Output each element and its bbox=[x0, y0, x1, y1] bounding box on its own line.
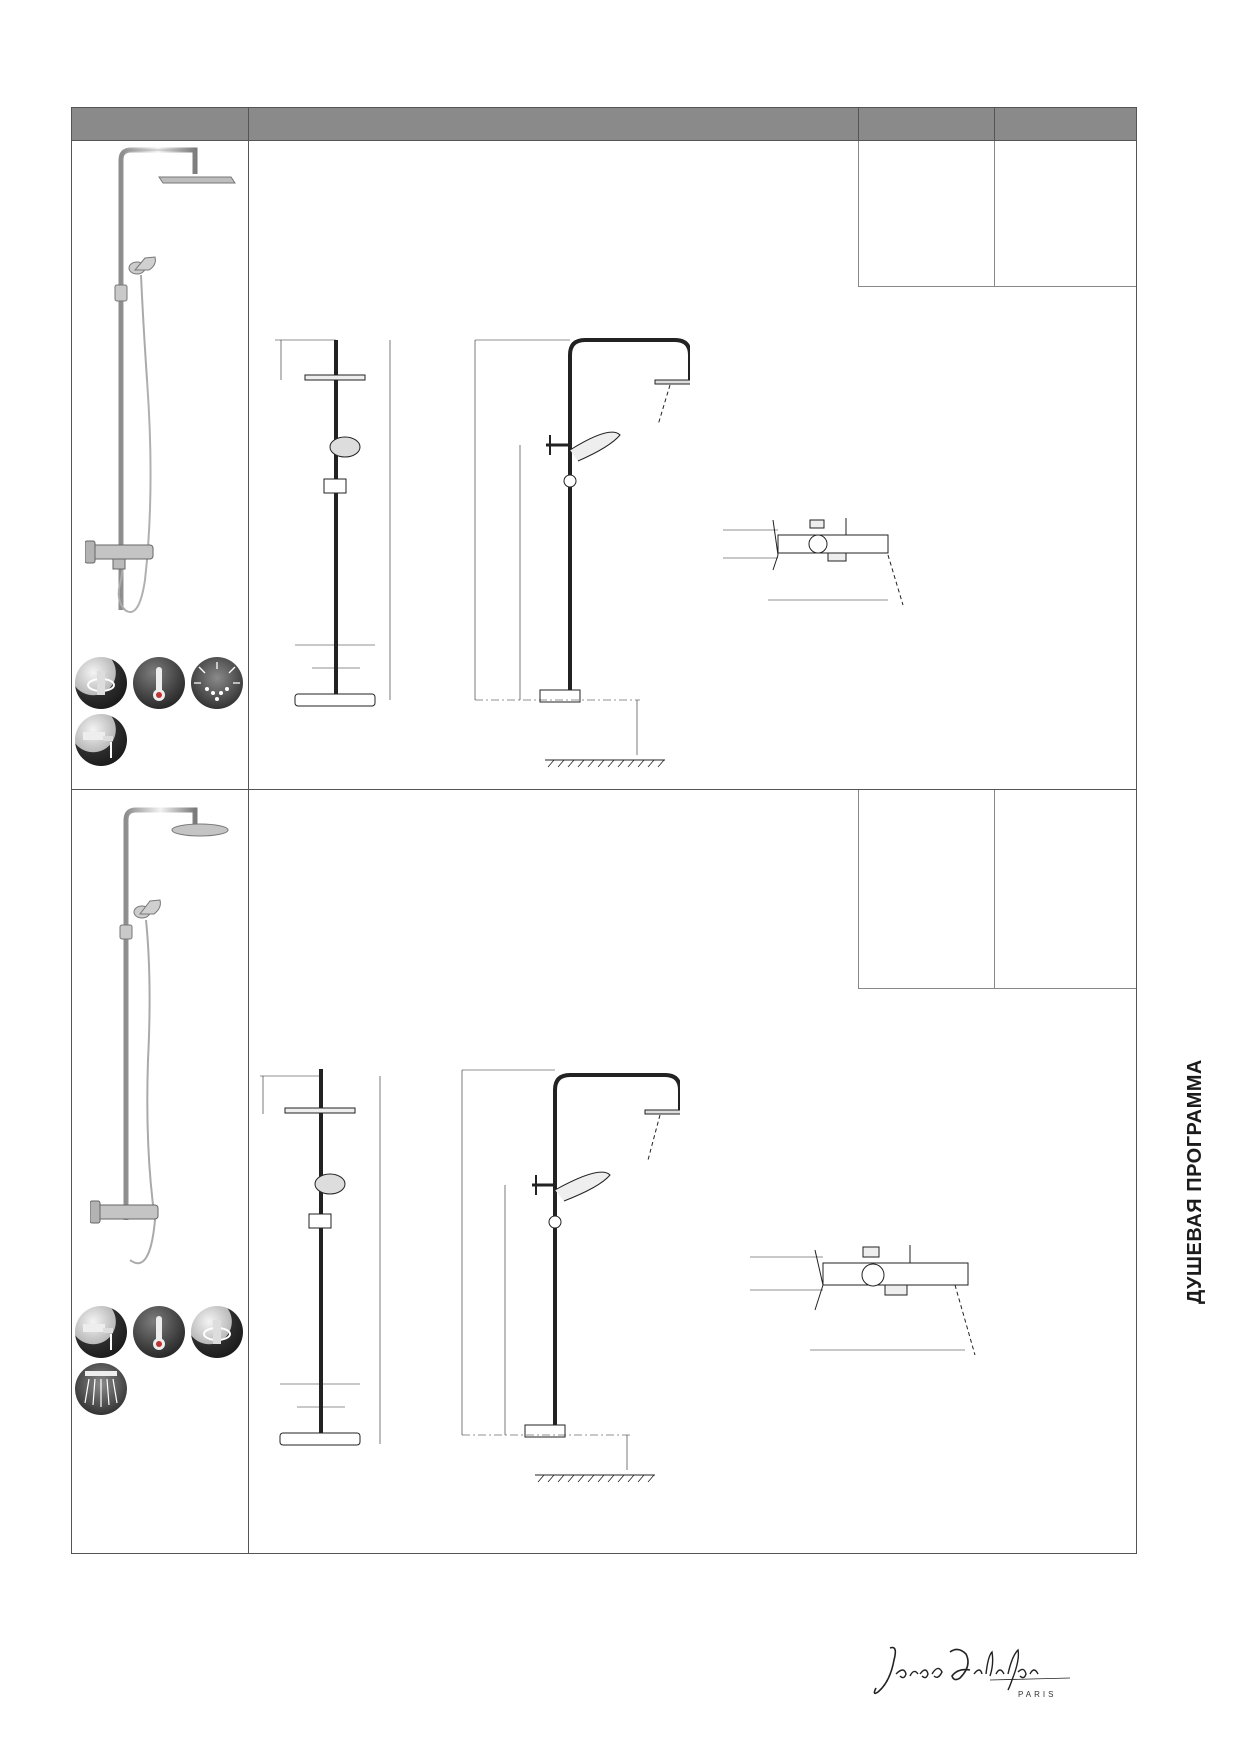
signature-logo bbox=[873, 1646, 1071, 1695]
feature-icons-row-2b bbox=[75, 1363, 127, 1415]
feature-icons-row-1b bbox=[75, 714, 127, 766]
rain-spray-icon bbox=[75, 1363, 127, 1415]
shower-column-square-head-photo bbox=[85, 147, 236, 613]
column-divider bbox=[248, 108, 250, 1553]
thermostat-icon bbox=[133, 1306, 185, 1358]
spray-pattern-icon bbox=[191, 657, 243, 709]
front-view-drawing bbox=[275, 339, 391, 707]
bath-mixer-drawing bbox=[723, 518, 904, 606]
spec-box-bottom bbox=[858, 286, 1136, 288]
brand-city: PARIS bbox=[1018, 1690, 1057, 1699]
bath-mixer-drawing bbox=[750, 1245, 976, 1356]
rotation-selector-icon bbox=[75, 657, 127, 709]
side-view-drawing bbox=[474, 338, 690, 768]
table-header bbox=[72, 108, 1136, 141]
spec-box-bottom bbox=[858, 988, 1136, 990]
feature-icons-row-1a bbox=[75, 657, 243, 709]
rotation-selector-icon bbox=[191, 1306, 243, 1358]
column-divider bbox=[858, 108, 860, 141]
thermostat-icon bbox=[133, 657, 185, 709]
bath-spout-icon bbox=[75, 1306, 127, 1358]
feature-icons-row-2a bbox=[75, 1306, 243, 1358]
section-side-label: ДУШЕВАЯ ПРОГРАММА bbox=[1184, 1059, 1206, 1304]
column-divider bbox=[994, 108, 996, 141]
front-view-drawing bbox=[260, 1069, 381, 1446]
shower-column-round-head-photo bbox=[90, 807, 229, 1265]
brand-logo: PARIS bbox=[870, 1640, 1080, 1715]
spec-box-divider bbox=[994, 790, 996, 988]
side-view-drawing bbox=[461, 1069, 680, 1483]
spec-box-divider bbox=[858, 141, 860, 286]
spec-box-divider bbox=[994, 141, 996, 286]
product-table bbox=[71, 107, 1137, 1554]
spec-box-divider bbox=[858, 790, 860, 988]
bath-spout-icon bbox=[75, 714, 127, 766]
row-divider bbox=[72, 789, 1136, 791]
